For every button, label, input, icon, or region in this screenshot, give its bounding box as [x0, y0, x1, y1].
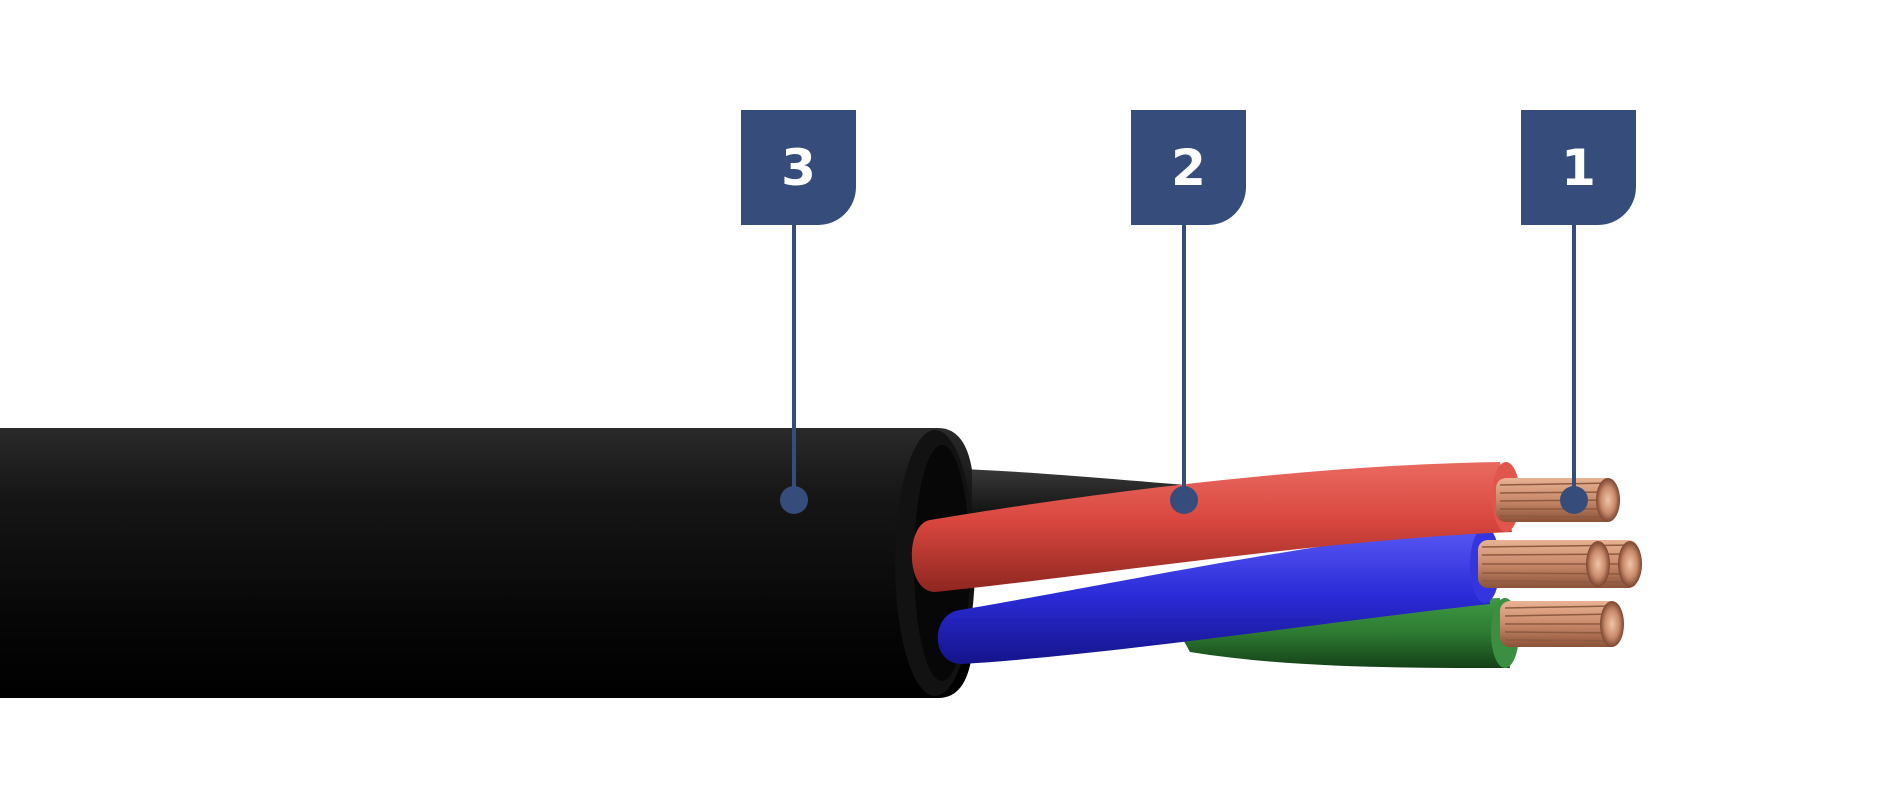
callout-1-leader [1572, 225, 1576, 500]
callout-1-badge: 1 [1521, 110, 1636, 225]
conductor-bottom [1500, 601, 1624, 647]
callout-3-dot [780, 486, 808, 514]
callout-3-badge: 3 [741, 110, 856, 225]
callout-1-dot [1560, 486, 1588, 514]
callout-2-badge: 2 [1131, 110, 1246, 225]
outer-sheath [0, 428, 972, 698]
callout-3-leader [792, 225, 796, 500]
blue-core [937, 526, 1490, 664]
red-core [911, 462, 1512, 592]
callout-2-dot [1170, 486, 1198, 514]
callout-2-leader [1182, 225, 1186, 500]
conductor-top [1496, 478, 1620, 522]
conductor-middle [1478, 540, 1642, 588]
